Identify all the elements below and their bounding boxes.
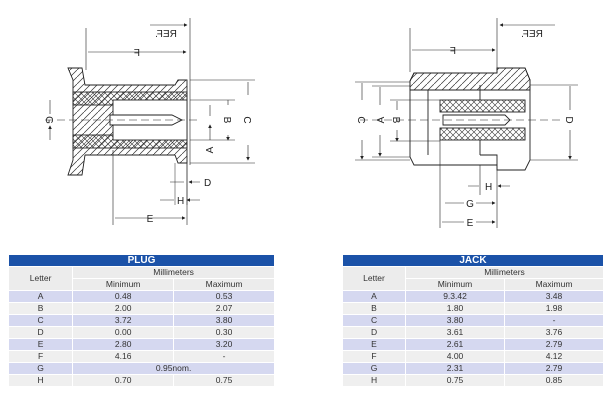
max-cell: 3.48 <box>504 290 604 303</box>
min-cell: 2.00 <box>72 302 175 315</box>
jack-label-h: H <box>485 182 492 193</box>
max-header: Maximum <box>173 278 275 291</box>
letter-cell: H <box>9 374 74 387</box>
letter-cell: F <box>9 350 74 363</box>
letter-cell: D <box>343 326 407 339</box>
max-cell: - <box>504 314 604 327</box>
jack-label-d: D <box>563 116 574 123</box>
max-cell: 3.80 <box>173 314 275 327</box>
jack-label-a: A <box>376 116 387 123</box>
min-cell: 0.00 <box>72 326 175 339</box>
max-cell: 0.85 <box>504 374 604 387</box>
min-cell: 0.48 <box>72 290 175 303</box>
letter-cell: A <box>9 290 74 303</box>
plug-label-b: B <box>221 117 232 124</box>
jack-label-e: E <box>467 218 474 229</box>
plug-drawing <box>45 18 255 225</box>
plug-label-a: A <box>205 146 216 153</box>
min-header: Minimum <box>72 278 175 291</box>
max-cell: 0.75 <box>173 374 275 387</box>
min-header: Minimum <box>405 278 505 291</box>
letter-cell: A <box>343 290 407 303</box>
letter-cell: C <box>9 314 74 327</box>
letter-cell: G <box>343 362 407 375</box>
letter-cell: B <box>9 302 74 315</box>
letter-cell: D <box>9 326 74 339</box>
letter-cell: F <box>343 350 407 363</box>
plug-ref-label: REF. <box>155 29 177 40</box>
min-cell: 0.75 <box>405 374 505 387</box>
table-title: JACK <box>343 255 604 267</box>
plug-label-g: G <box>43 116 54 124</box>
min-cell: 4.00 <box>405 350 505 363</box>
plug-label-c: C <box>241 116 252 123</box>
min-cell: 0.70 <box>72 374 175 387</box>
plug-label-d: D <box>204 178 211 189</box>
table-title: PLUG <box>9 255 275 267</box>
max-cell: 2.07 <box>173 302 275 315</box>
min-cell: 2.61 <box>405 338 505 351</box>
min-cell: 2.80 <box>72 338 175 351</box>
connector-drawings: REF. F C B A G D H E REF. F C A B D H G … <box>43 18 578 229</box>
min-cell: 3.80 <box>405 314 505 327</box>
jack-label-c: C <box>355 116 366 123</box>
jack-label-f: F <box>450 46 456 57</box>
max-header: Maximum <box>504 278 604 291</box>
min-cell: 1.80 <box>405 302 505 315</box>
letter-cell: E <box>9 338 74 351</box>
letter-cell: H <box>343 374 407 387</box>
max-cell: 0.30 <box>173 326 275 339</box>
letter-cell: G <box>9 362 74 375</box>
letter-header: Letter <box>9 266 74 291</box>
max-cell: 2.79 <box>504 362 604 375</box>
max-cell: 3.20 <box>173 338 275 351</box>
min-cell: 2.31 <box>405 362 505 375</box>
letter-cell: C <box>343 314 407 327</box>
max-cell: 0.53 <box>173 290 275 303</box>
max-cell: 1.98 <box>504 302 604 315</box>
min-cell: 3.72 <box>72 314 175 327</box>
letter-header: Letter <box>343 266 407 291</box>
units-header: Millimeters <box>405 266 604 279</box>
nominal-cell: 0.95nom. <box>72 362 275 375</box>
plug-label-f: F <box>134 48 140 59</box>
max-cell: - <box>173 350 275 363</box>
units-header: Millimeters <box>72 266 275 279</box>
min-cell: 4.16 <box>72 350 175 363</box>
jack-ref-label: REF. <box>521 29 543 40</box>
letter-cell: B <box>343 302 407 315</box>
max-cell: 4.12 <box>504 350 604 363</box>
max-cell: 2.79 <box>504 338 604 351</box>
jack-drawing <box>355 18 578 228</box>
plug-label-e: E <box>147 214 154 225</box>
min-cell: 9.3.42 <box>405 290 505 303</box>
max-cell: 3.76 <box>504 326 604 339</box>
jack-label-g: G <box>466 199 474 210</box>
min-cell: 3.61 <box>405 326 505 339</box>
letter-cell: E <box>343 338 407 351</box>
jack-label-b: B <box>390 117 401 124</box>
plug-label-h: H <box>177 196 184 207</box>
